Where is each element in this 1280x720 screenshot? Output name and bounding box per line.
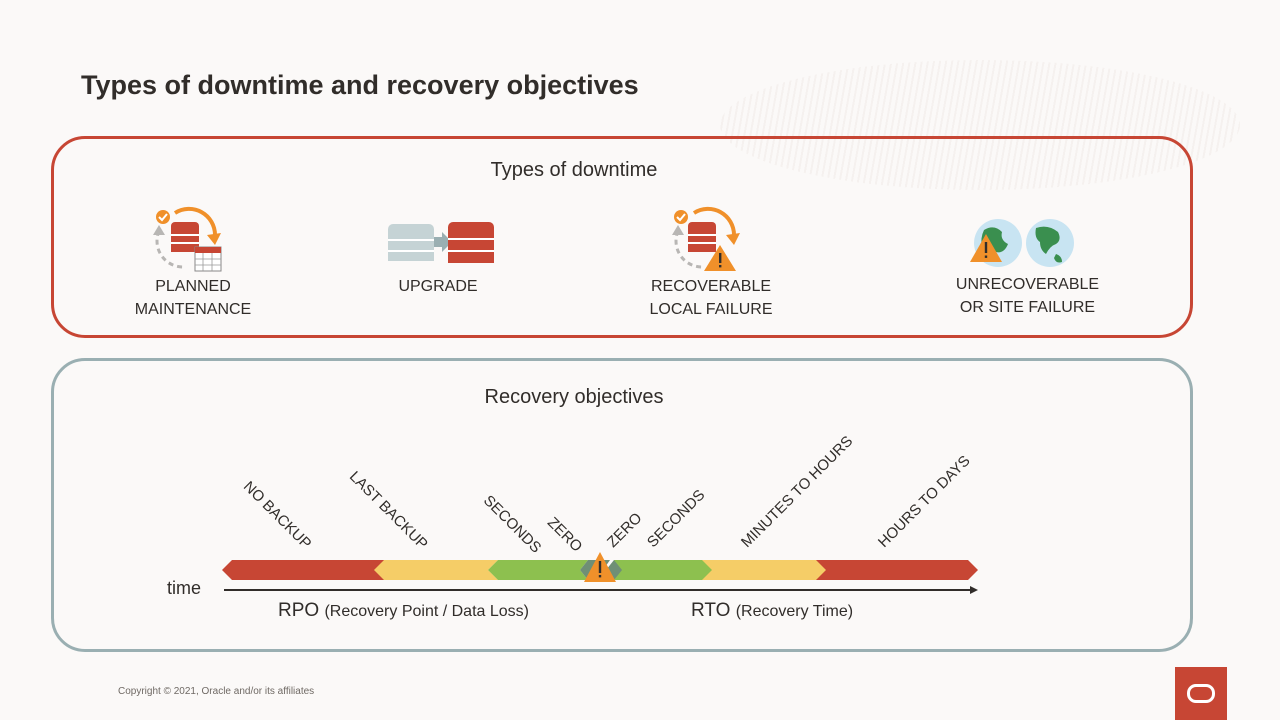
site-failure-label: UNRECOVERABLE OR SITE FAILURE bbox=[955, 276, 1100, 316]
rpo-legend: RPO (Recovery Point / Data Loss) bbox=[278, 600, 529, 622]
site-failure-icon bbox=[970, 219, 1074, 267]
segment-red-right bbox=[816, 560, 978, 580]
segment-green-left bbox=[488, 560, 588, 580]
segment-red-left bbox=[222, 560, 390, 580]
recovery-heading: Recovery objectives bbox=[484, 386, 664, 408]
timeline-bar bbox=[222, 552, 978, 594]
local-failure-label: RECOVERABLE LOCAL FAILURE bbox=[649, 278, 773, 318]
time-label: time bbox=[167, 578, 202, 598]
segment-green-right bbox=[614, 560, 714, 580]
local-failure-icon bbox=[672, 206, 740, 271]
recovery-panel: Recovery objectives bbox=[51, 358, 1193, 652]
oracle-logo-icon bbox=[1175, 667, 1227, 720]
background-pattern bbox=[720, 60, 1240, 190]
rpo-abbr: RPO bbox=[278, 600, 320, 621]
copyright-footer: Copyright © 2021, Oracle and/or its affi… bbox=[118, 686, 315, 697]
upgrade-icon bbox=[388, 222, 494, 263]
rpo-desc: (Recovery Point / Data Loss) bbox=[324, 603, 529, 620]
downtime-heading: Types of downtime bbox=[490, 159, 658, 181]
rto-legend: RTO (Recovery Time) bbox=[691, 600, 853, 622]
upgrade-label: UPGRADE bbox=[398, 278, 478, 295]
downtime-panel: Types of downtime bbox=[51, 136, 1193, 338]
segment-yellow-right bbox=[702, 560, 828, 580]
planned-maintenance-icon bbox=[153, 206, 222, 272]
planned-maintenance-label: PLANNED MAINTENANCE bbox=[134, 278, 252, 318]
page-title: Types of downtime and recovery objective… bbox=[81, 70, 639, 100]
rto-desc: (Recovery Time) bbox=[735, 603, 854, 620]
time-axis-arrow bbox=[970, 586, 978, 594]
rto-abbr: RTO bbox=[691, 600, 731, 621]
segment-yellow-left bbox=[374, 560, 498, 580]
